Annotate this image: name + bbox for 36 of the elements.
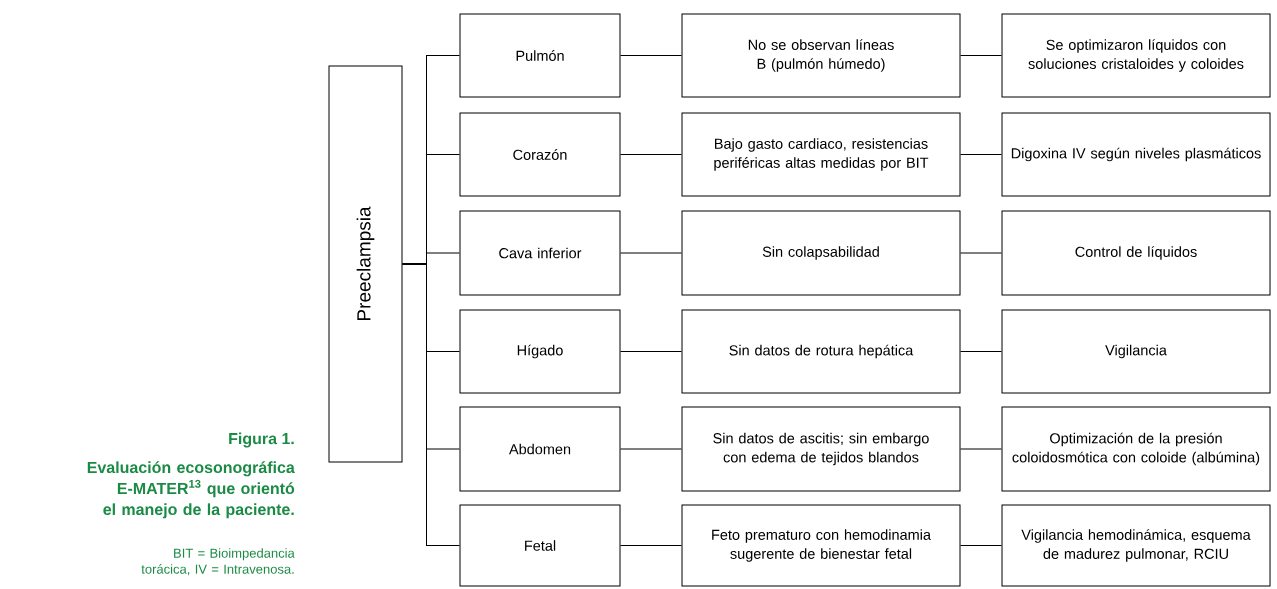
text-box: Fetal xyxy=(459,504,621,587)
connector-line xyxy=(960,448,1002,450)
connector-line xyxy=(620,154,682,155)
text-box: Sin colapsabilidad xyxy=(681,210,961,296)
figure-title: Figura 1. xyxy=(229,432,294,448)
text-box: Abdomen xyxy=(459,406,621,492)
text-box: Sin datos de rotura hepática xyxy=(681,309,961,394)
text-box: Se optimizaron líquidos con soluciones cristaloides y coloides xyxy=(1001,13,1271,98)
text-box: Cava inferior xyxy=(459,210,621,296)
connector-line xyxy=(960,252,1002,254)
text-box: Bajo gasto cardiaco, resistencias periféricas altas medidas por BIT xyxy=(681,112,961,197)
text-box: No se observan líneas B (pulmón húmedo) xyxy=(681,13,961,98)
text-box: Control de líquidos xyxy=(1001,210,1271,296)
text-box: Hígado xyxy=(459,309,621,394)
caption-note: BIT = Bioimpedancia torácica, IV = Intravenosa. xyxy=(141,548,295,576)
text-box: Optimización de la presión coloidosmótica con coloide (albúmina) xyxy=(1001,406,1271,492)
connector-line xyxy=(620,448,682,450)
connector-line xyxy=(960,545,1002,546)
text-box: Pulmón xyxy=(459,13,621,98)
text-box: Feto prematuro con hemodinamia sugerente de bienestar fetal xyxy=(681,504,961,587)
figure-caption: Evaluación ecosonográfica E-MATER$^{13}$ que orientó el manejo de la paciente. xyxy=(87,461,295,519)
connector-line xyxy=(960,154,1002,155)
text-box: Vigilancia xyxy=(1001,309,1271,394)
tree-connector xyxy=(402,263,460,546)
connector-line xyxy=(960,351,1002,352)
connector-line xyxy=(620,252,682,254)
text-box: Corazón xyxy=(459,112,621,197)
rotated-label: Preeclampsia xyxy=(356,206,375,320)
text-box: Sin datos de ascitis; sin embargo con edema de tejidos blandos xyxy=(681,406,961,492)
connector-line xyxy=(960,55,1002,56)
text-box: Digoxina IV según niveles plasmáticos xyxy=(1001,112,1271,197)
connector-line xyxy=(620,351,682,352)
text-box: Vigilancia hemodinámica, esquema de madurez pulmonar, RCIU xyxy=(1001,504,1271,587)
root-box xyxy=(328,65,403,463)
connector-line xyxy=(620,55,682,56)
connector-line xyxy=(620,545,682,546)
